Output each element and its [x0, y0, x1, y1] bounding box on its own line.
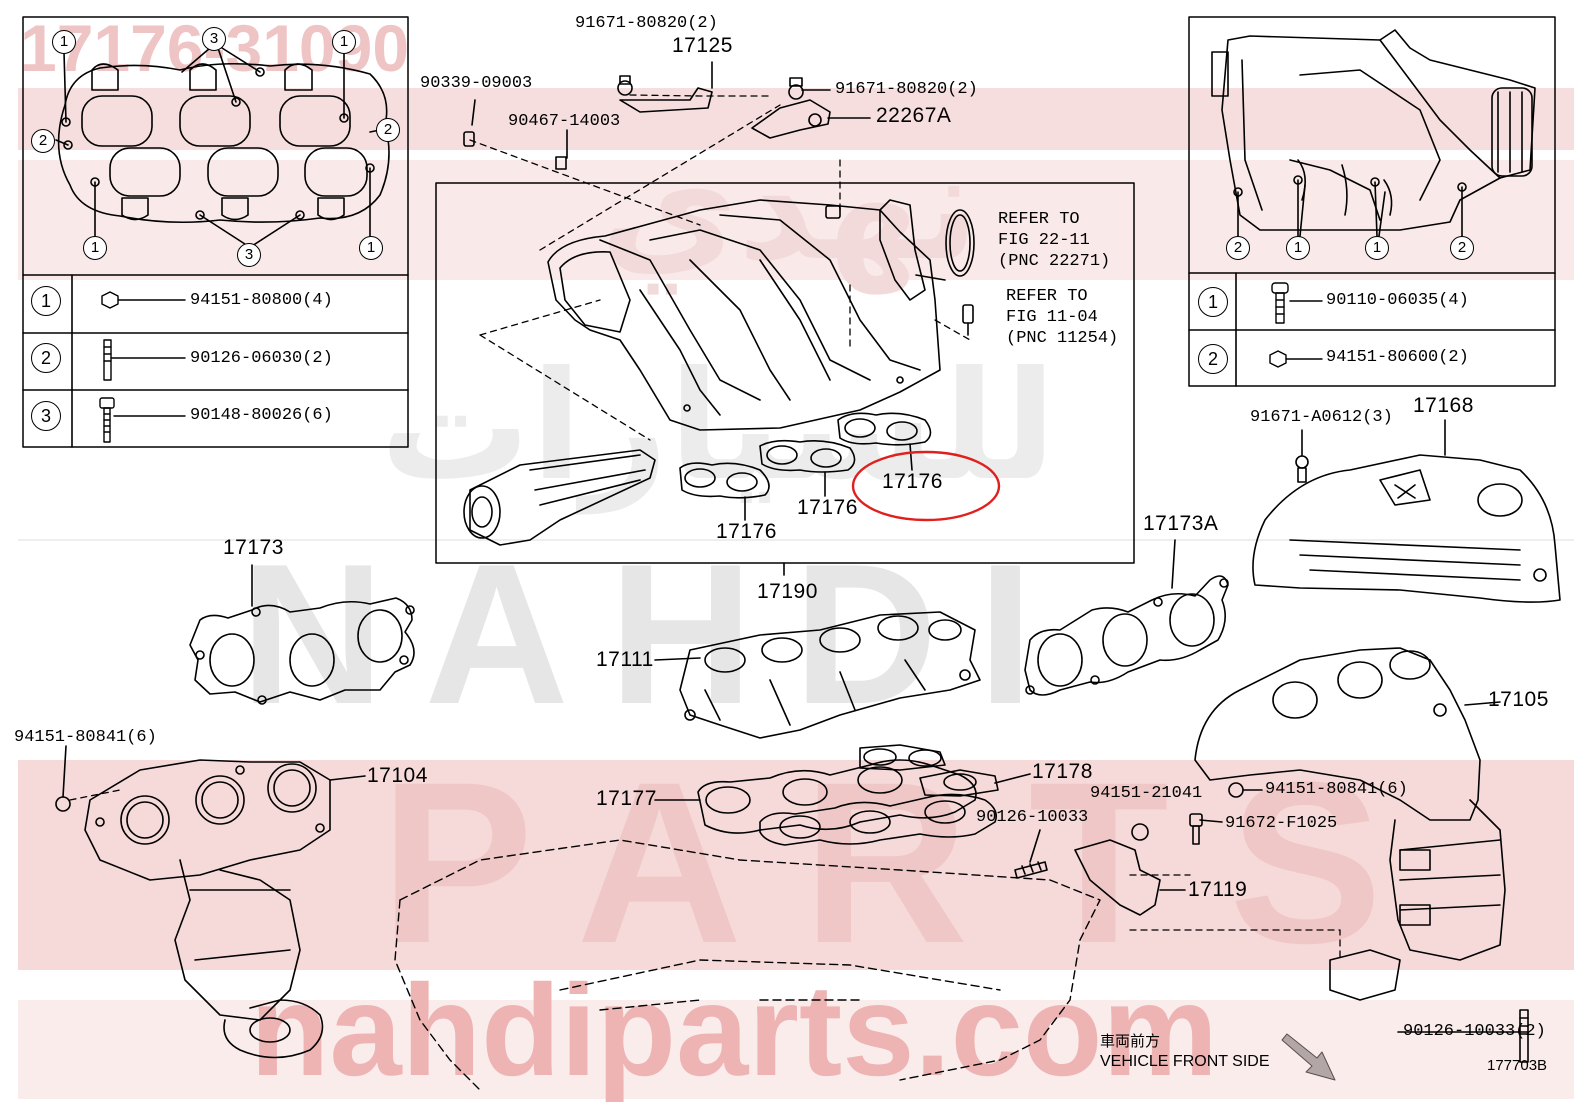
- bracket-17119-drawing: [1014, 813, 1529, 1063]
- label-17104: 17104: [367, 764, 428, 787]
- legend-left-num-1: 1: [31, 286, 61, 316]
- vehicle-front-jp: 車両前方: [1100, 1032, 1161, 1050]
- label-17178: 17178: [1032, 760, 1093, 783]
- label-17105: 17105: [1488, 688, 1549, 711]
- callout-right-d: 2: [1450, 236, 1474, 260]
- legend-left-num-2: 2: [31, 343, 61, 373]
- legend-right-part-1: 90110-06035(4): [1326, 291, 1469, 310]
- gaskets-17176-drawing: [679, 412, 932, 521]
- legend-left-part-1: 94151-80800(4): [190, 291, 333, 310]
- exhaust-manifold-17104-drawing: [55, 745, 366, 1059]
- callout-left-h: 1: [359, 236, 383, 260]
- intake-manifold-drawing: [547, 199, 975, 431]
- refer-a-line3: (PNC 22271): [998, 252, 1111, 271]
- callout-left-a: 1: [52, 30, 76, 54]
- label-17111: 17111: [596, 648, 654, 671]
- callout-left-e: 2: [376, 118, 400, 142]
- lower-manifold-17111-drawing: [654, 611, 981, 739]
- exhaust-manifold-17105-drawing: [1194, 647, 1506, 1001]
- watermark-arabic-top: نهدي: [600, 120, 980, 294]
- watermark-arabic-mid: للسيارات: [380, 340, 1057, 514]
- label-17176-left: 17176: [716, 520, 777, 543]
- label-94151-80841-left: 94151-80841(6): [14, 728, 157, 747]
- label-94151-21041: 94151-21041: [1090, 784, 1203, 803]
- refer-b-line3: (PNC 11254): [1006, 329, 1119, 348]
- label-17173a: 17173A: [1143, 512, 1219, 535]
- watermark-brand-mid: NAHDI: [240, 523, 1074, 746]
- legend-left-part-3: 90148-80026(6): [190, 406, 333, 425]
- legend-right-num-2: 2: [1198, 344, 1228, 374]
- legend-right-num-1: 1: [1198, 287, 1228, 317]
- label-17176-middle: 17176: [797, 496, 858, 519]
- refer-a-line2: FIG 22-11: [998, 231, 1090, 250]
- label-90467-14003: 90467-14003: [508, 112, 621, 131]
- dashed-leaders: [69, 94, 1341, 961]
- callout-left-c: 3: [202, 27, 226, 51]
- label-90126-10033: 90126-10033: [976, 808, 1089, 827]
- label-17125: 17125: [672, 34, 733, 57]
- label-17173: 17173: [223, 536, 284, 559]
- callout-left-g: 3: [237, 243, 261, 267]
- legend-right-part-2: 94151-80600(2): [1326, 348, 1469, 367]
- heat-insulator-17168-drawing: [1252, 419, 1561, 603]
- label-17177: 17177: [596, 787, 657, 810]
- legend-left-part-2: 90126-06030(2): [190, 349, 333, 368]
- label-90339-09003: 90339-09003: [420, 74, 533, 93]
- callout-right-b: 1: [1286, 236, 1310, 260]
- label-90126-10033-2: 90126-10033(2): [1403, 1022, 1546, 1041]
- label-91671-80820-top: 91671-80820(2): [575, 14, 718, 33]
- intake-connector-drawing: [463, 449, 656, 546]
- vehicle-front-en: VEHICLE FRONT SIDE: [1100, 1053, 1270, 1070]
- callout-left-d: 2: [31, 129, 55, 153]
- label-91671-a0612: 91671-A0612(3): [1250, 408, 1393, 427]
- callout-left-f: 1: [83, 236, 107, 260]
- callout-left-b: 1: [332, 30, 356, 54]
- engine-outline-drawing: [394, 839, 1101, 1091]
- diagram-id: 177703B: [1487, 1057, 1548, 1074]
- label-91672-f1025: 91672-F1025: [1225, 814, 1338, 833]
- label-94151-80841-right: 94151-80841(6): [1265, 780, 1408, 799]
- label-91671-80820-right: 91671-80820(2): [835, 80, 978, 99]
- vehicle-front-arrow-icon: [1281, 1033, 1336, 1081]
- legend-left-num-3: 3: [31, 401, 61, 431]
- refer-b-line2: FIG 11-04: [1006, 308, 1098, 327]
- gaskets-17177-17178-drawing: [654, 744, 1031, 846]
- gasket-17173a-drawing: [1024, 539, 1229, 696]
- label-17168: 17168: [1413, 394, 1474, 417]
- label-17119: 17119: [1188, 878, 1248, 901]
- callout-right-c: 1: [1365, 236, 1389, 260]
- refer-a-line1: REFER TO: [998, 210, 1080, 229]
- watermark-site: nahdiparts.com: [250, 957, 1218, 1103]
- top-brackets-drawing: [463, 61, 974, 336]
- label-22267a: 22267A: [876, 104, 952, 127]
- highlight-ellipse-17176: [851, 450, 1001, 522]
- box-17190: [435, 182, 1135, 564]
- callout-right-a: 2: [1226, 236, 1250, 260]
- legend-box-right: [1188, 16, 1556, 387]
- refer-b-line1: REFER TO: [1006, 287, 1088, 306]
- gasket-17173-drawing: [189, 564, 415, 705]
- label-17176-highlighted: 17176: [882, 470, 943, 493]
- label-17190: 17190: [757, 580, 818, 603]
- watermark-brand-low: PARTS: [380, 734, 1443, 991]
- legend-box-left: [22, 16, 409, 448]
